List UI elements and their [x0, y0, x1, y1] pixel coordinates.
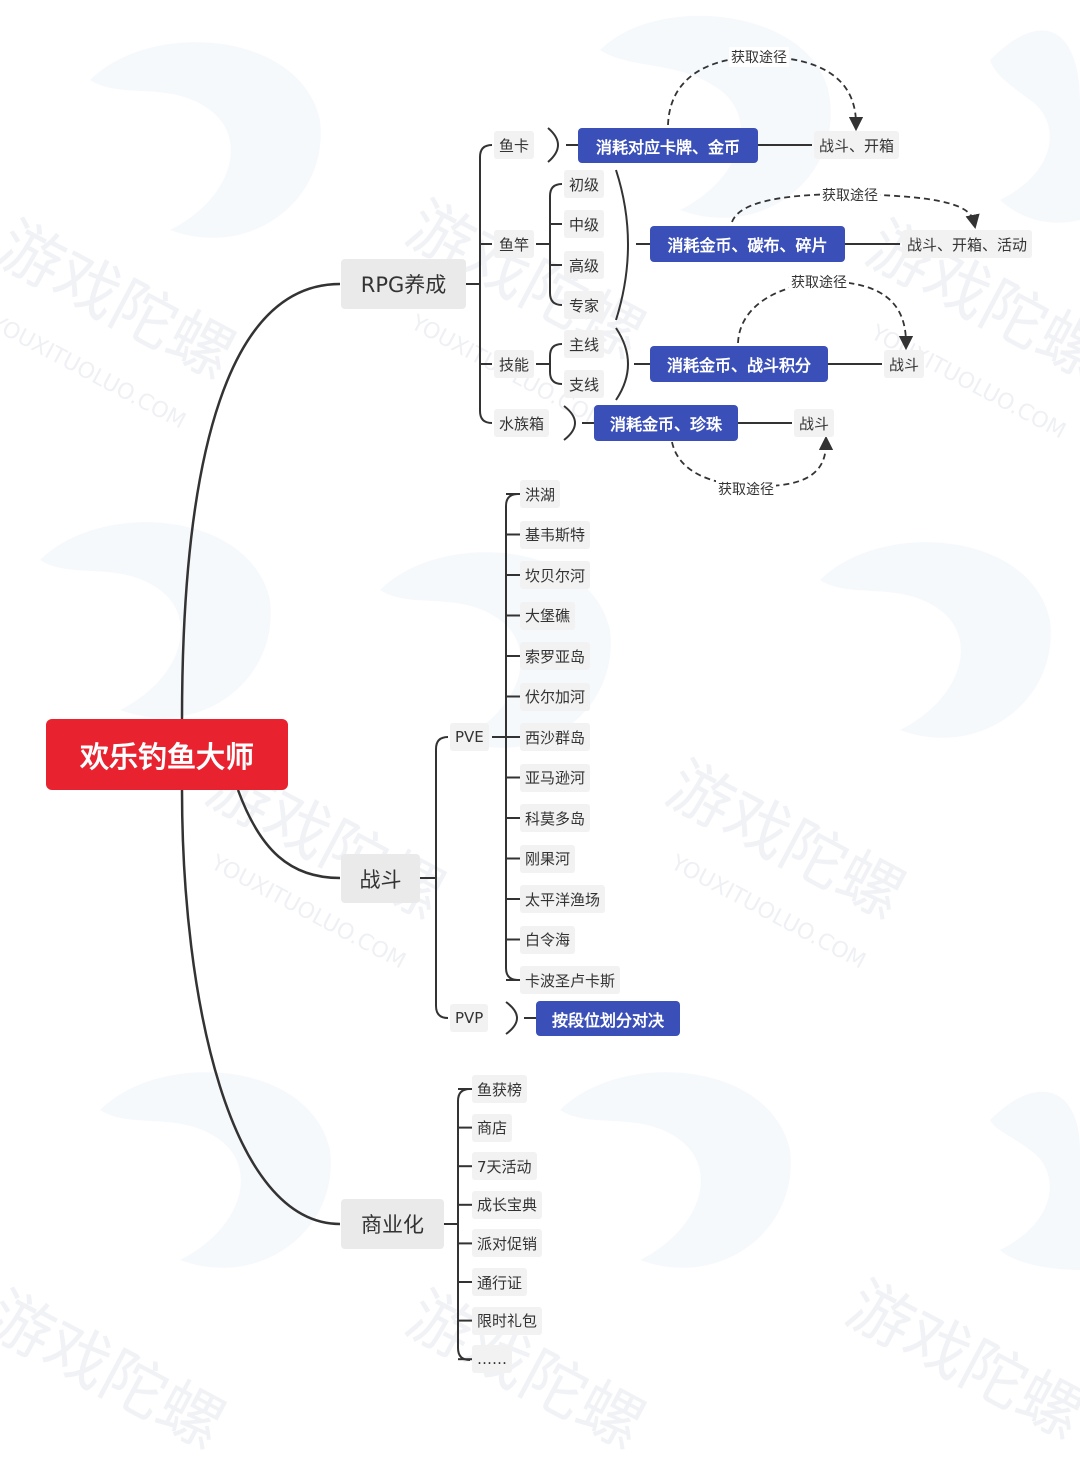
commerce-item[interactable]: 通行证 [472, 1268, 528, 1296]
commerce-item[interactable]: …… [472, 1345, 512, 1374]
pve-map-item[interactable]: 大堡礁 [520, 601, 576, 630]
source-path-label: 获取途径 [716, 479, 776, 499]
rod-level[interactable]: 专家 [564, 291, 605, 319]
pve-map-item[interactable]: 坎贝尔河 [520, 561, 591, 589]
pve-map-item[interactable]: 科莫多岛 [520, 804, 591, 832]
pve-map-item[interactable]: 刚果河 [520, 844, 576, 873]
aquarium-source[interactable]: 战斗 [794, 409, 835, 437]
branch-commerce[interactable]: 商业化 [341, 1199, 444, 1249]
pve-map-item[interactable]: 伏尔加河 [520, 682, 591, 711]
pve-map-item[interactable]: 基韦斯特 [520, 520, 591, 549]
rpg-item-skill[interactable]: 技能 [494, 350, 535, 378]
pve-map-item[interactable]: 太平洋渔场 [520, 885, 606, 913]
skill-line[interactable]: 主线 [564, 330, 605, 358]
rpg-item-fish-card[interactable]: 鱼卡 [494, 131, 535, 159]
branch-rpg[interactable]: RPG养成 [341, 259, 466, 309]
commerce-item[interactable]: 派对促销 [472, 1229, 543, 1258]
pve-map-item[interactable]: 索罗亚岛 [520, 642, 591, 670]
skill-line[interactable]: 支线 [564, 370, 605, 398]
rod-source[interactable]: 战斗、开箱、活动 [902, 230, 1033, 258]
aquarium-consume[interactable]: 消耗金币、珍珠 [594, 405, 738, 441]
branch-battle[interactable]: 战斗 [341, 854, 420, 903]
skill-source[interactable]: 战斗 [884, 350, 925, 378]
rod-level[interactable]: 高级 [564, 251, 605, 279]
commerce-item[interactable]: 鱼获榜 [472, 1075, 528, 1103]
source-path-label: 获取途径 [729, 47, 789, 67]
connector-lines [180, 55, 980, 1361]
source-path-label: 获取途径 [820, 185, 880, 205]
commerce-item[interactable]: 7天活动 [472, 1152, 537, 1181]
commerce-item[interactable]: 成长宝典 [472, 1190, 543, 1219]
rpg-item-rod[interactable]: 鱼竿 [494, 230, 535, 258]
skill-consume[interactable]: 消耗金币、战斗积分 [650, 346, 828, 382]
rod-level[interactable]: 中级 [564, 210, 605, 238]
root-topic[interactable]: 欢乐钓鱼大师 [46, 719, 288, 790]
pvp-detail[interactable]: 按段位划分对决 [536, 1001, 680, 1036]
pve-map-item[interactable]: 洪湖 [520, 480, 561, 508]
battle-pve[interactable]: PVE [450, 723, 489, 751]
pve-map-item[interactable]: 白令海 [520, 925, 576, 954]
watermark-logos [0, 0, 1080, 1421]
pve-map-item[interactable]: 西沙群岛 [520, 723, 591, 751]
rod-level[interactable]: 初级 [564, 170, 605, 198]
rod-consume[interactable]: 消耗金币、碳布、碎片 [650, 226, 845, 262]
commerce-item[interactable]: 商店 [472, 1113, 513, 1142]
fish-card-consume[interactable]: 消耗对应卡牌、金币 [578, 128, 758, 163]
pve-map-item[interactable]: 亚马逊河 [520, 763, 591, 792]
fish-card-source[interactable]: 战斗、开箱 [814, 131, 900, 159]
rpg-item-aquarium[interactable]: 水族箱 [494, 409, 550, 437]
battle-pvp[interactable]: PVP [450, 1004, 489, 1032]
source-path-label: 获取途径 [789, 272, 849, 292]
commerce-item[interactable]: 限时礼包 [472, 1306, 543, 1335]
pve-map-item[interactable]: 卡波圣卢卡斯 [520, 966, 621, 994]
